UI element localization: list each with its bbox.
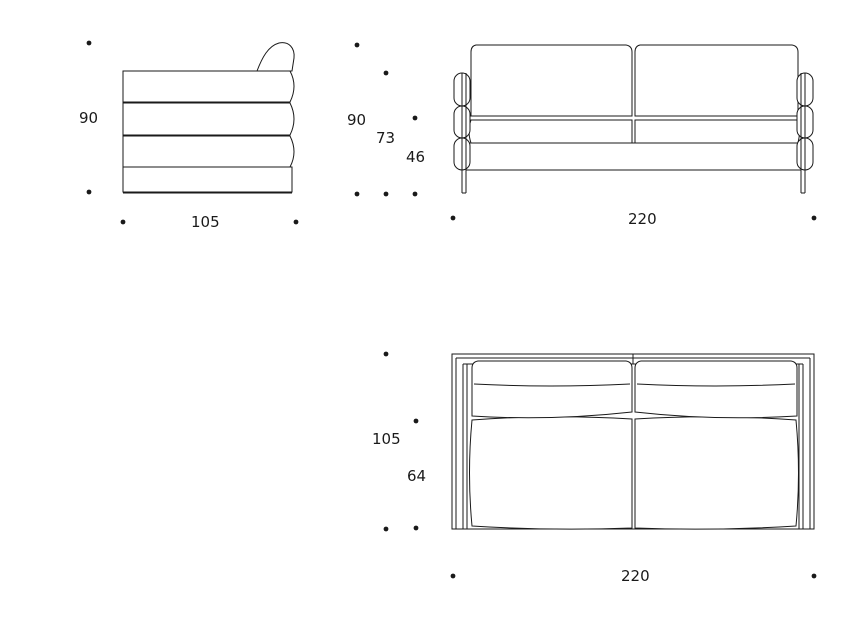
side-depth-dot-right: [293, 219, 299, 225]
side-height-label: 90: [79, 109, 98, 127]
side-cushion-bottom: [122, 135, 295, 168]
front-seat-height-label: 46: [406, 148, 425, 166]
side-base: [122, 166, 293, 193]
top-seat-depth-dot-top: [413, 418, 419, 424]
front-seat-cushion-left: [468, 119, 633, 144]
front-width-label: 220: [628, 210, 657, 228]
top-width-dot-right: [811, 573, 817, 579]
top-depth-label: 105: [372, 430, 401, 448]
top-depth-dot-bottom: [383, 526, 389, 532]
front-view: 90 73 46 220: [347, 42, 817, 228]
front-arm-height-label: 73: [376, 129, 395, 147]
top-seat-cushion-left: [469, 416, 633, 530]
side-cushion-top: [122, 70, 295, 103]
front-width-dot-left: [450, 215, 456, 221]
front-seat-height-dot-top: [412, 115, 418, 121]
side-cushion-middle: [122, 102, 295, 136]
top-seat-cushion-right: [634, 416, 799, 530]
top-back-cushion-right: [634, 360, 798, 419]
front-total-height-dot-bottom: [354, 191, 360, 197]
side-view: 90 105: [79, 40, 299, 231]
top-seat-depth-label: 64: [407, 467, 426, 485]
front-seat-cushion-right: [634, 119, 800, 144]
front-width-dot-right: [811, 215, 817, 221]
front-back-cushion-left: [470, 44, 633, 117]
top-width-label: 220: [621, 567, 650, 585]
top-seat-depth-dot-bottom: [413, 525, 419, 531]
side-height-dot-top: [86, 40, 92, 46]
side-depth-dot-left: [120, 219, 126, 225]
front-total-height-label: 90: [347, 111, 366, 129]
front-seat-height-dot-bottom: [412, 191, 418, 197]
top-view: 105 64 220: [372, 351, 817, 585]
side-height-dot-bottom: [86, 189, 92, 195]
top-back-cushion-left: [471, 360, 633, 419]
front-seat-base: [465, 142, 802, 171]
front-arm-height-dot-bottom: [383, 191, 389, 197]
side-headrest: [256, 42, 295, 72]
top-width-dot-left: [450, 573, 456, 579]
top-depth-dot-top: [383, 351, 389, 357]
front-total-height-dot-top: [354, 42, 360, 48]
front-arm-height-dot-top: [383, 70, 389, 76]
side-depth-label: 105: [191, 213, 220, 231]
front-back-cushion-right: [634, 44, 799, 117]
